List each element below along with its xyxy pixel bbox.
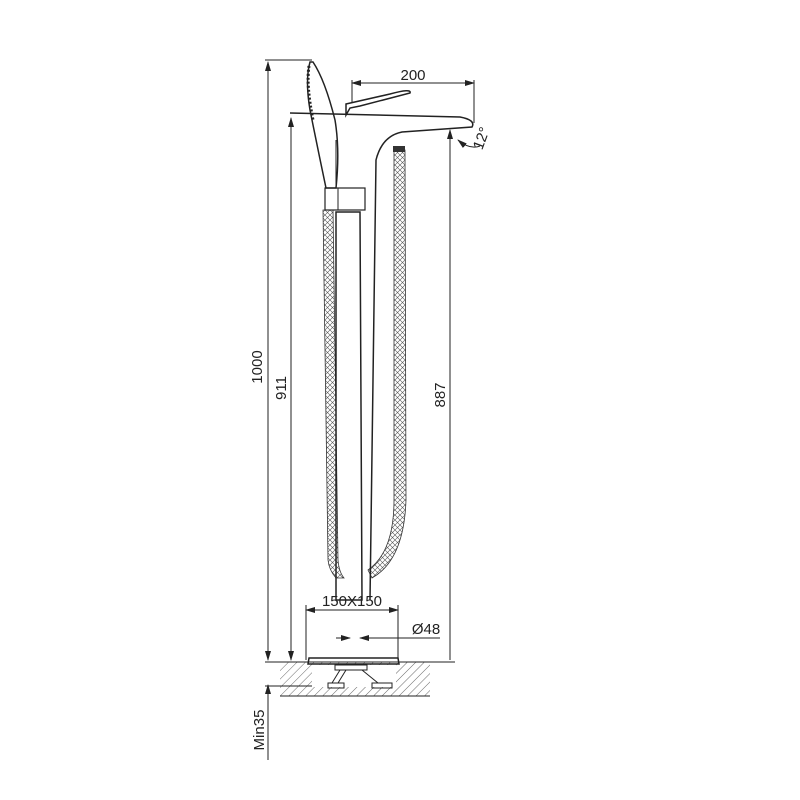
dim-min-depth: Min35 xyxy=(251,710,268,751)
faucet-body xyxy=(289,112,474,601)
dim-total-height: 1000 xyxy=(249,350,266,383)
dim-column-diameter: Ø48 xyxy=(412,621,440,638)
dim-spout-angle: 12° xyxy=(470,125,494,152)
hand-shower xyxy=(306,61,339,189)
dim-base-size: 150X150 xyxy=(322,593,382,610)
dim-spout-reach: 200 xyxy=(400,67,425,84)
floor-hatch xyxy=(265,661,455,697)
dim-spout-top-height: 911 xyxy=(273,376,290,400)
dim-spout-outlet-height: 887 xyxy=(432,382,449,407)
lever-handle xyxy=(345,90,411,118)
shower-hose xyxy=(322,146,407,579)
dimension-lines xyxy=(265,59,481,760)
mounting-bracket xyxy=(327,664,393,689)
